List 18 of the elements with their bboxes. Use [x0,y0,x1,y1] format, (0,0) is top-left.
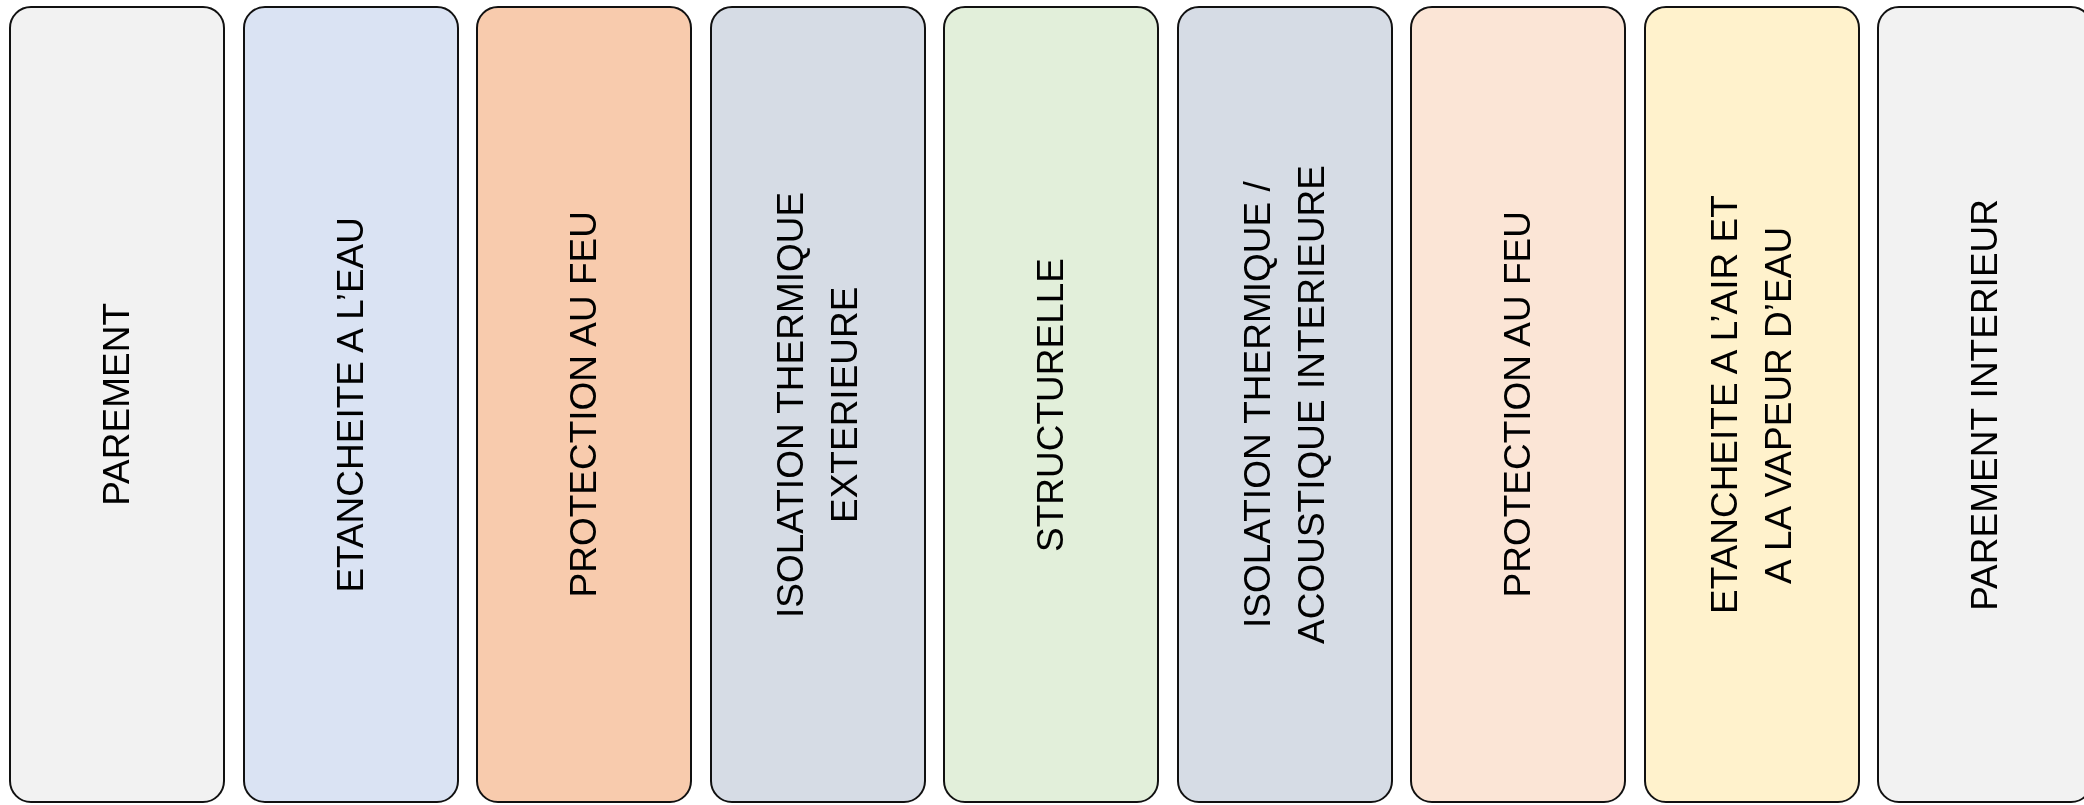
layer-panel [1176,6,1393,803]
layer-label: PROTECTION AU FEU [1496,211,1540,598]
layer-label: ETANCHEITE A L’AIR ET A LA VAPEUR D’EAU [1702,194,1800,616]
layer-label: ISOLATION THERMIQUE EXTERIEURE [768,190,866,620]
layer-panel [943,6,1159,803]
layer-label: ETANCHEITE A L’EAU [328,216,372,593]
layer-panel [1410,6,1626,803]
layer-panel [9,6,225,803]
layer-panel [476,6,692,803]
layer-panel [1643,6,1860,803]
layer-label: STRUCTURELLE [1029,257,1073,552]
layer-label: PAREMENT INTERIEUR [1963,198,2007,611]
layer-panel [709,6,926,803]
layer-label: PROTECTION AU FEU [562,211,606,598]
layer-label: ISOLATION THERMIQUE / ACOUSTIQUE INTERIEURE [1235,164,1333,646]
layer-panel [1877,6,2084,803]
layer-label: PAREMENT [95,303,139,506]
layer-panel [242,6,459,803]
